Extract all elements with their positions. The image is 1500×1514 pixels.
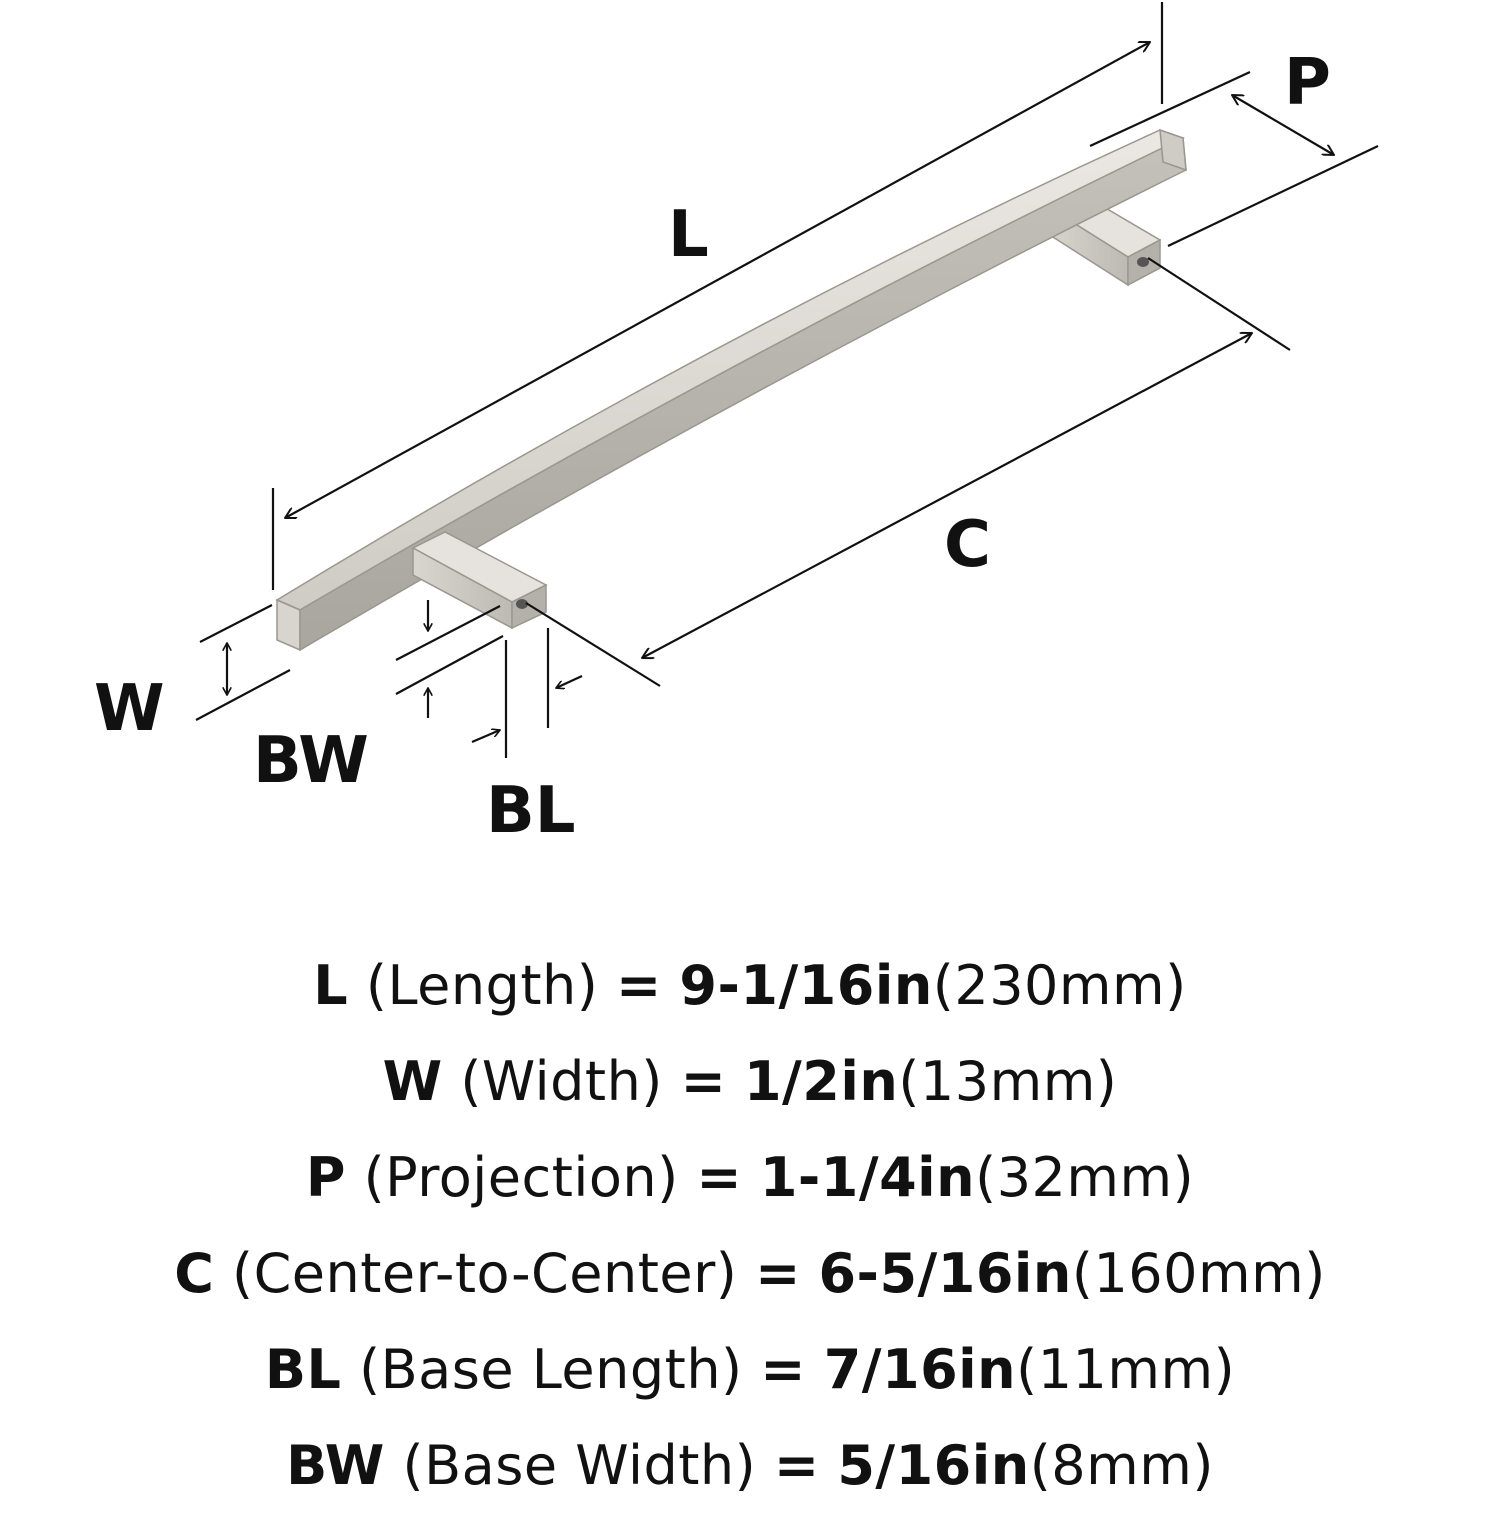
spec-row-base-width: BW (Base Width) = 5/16in(8mm) (0, 1418, 1500, 1514)
spec-desc: (Base Width) (402, 1434, 757, 1497)
spec-imperial: 1-1/4in (759, 1146, 976, 1209)
spec-eq: = (755, 1242, 801, 1305)
spec-imperial: 6-5/16in (818, 1242, 1072, 1305)
label-projection: P (1284, 46, 1331, 120)
spec-imperial: 1/2in (743, 1050, 899, 1113)
spec-metric: (8mm) (1029, 1434, 1214, 1497)
spec-eq: = (760, 1338, 807, 1401)
spec-desc: (Width) (460, 1050, 663, 1113)
spec-row-base-length: BL (Base Length) = 7/16in(11mm) (0, 1322, 1500, 1418)
spec-metric: (11mm) (1016, 1338, 1236, 1401)
spec-desc: (Center-to-Center) (232, 1242, 738, 1305)
spec-imperial: 7/16in (823, 1338, 1017, 1401)
spec-eq: = (680, 1050, 727, 1113)
left-post (411, 531, 548, 630)
label-width: W (94, 672, 165, 746)
spec-row-projection: P (Projection) = 1-1/4in(32mm) (0, 1130, 1500, 1226)
spec-key: C (174, 1242, 215, 1305)
spec-row-length: L (Length) = 9-1/16in(230mm) (0, 938, 1500, 1034)
spec-key: P (305, 1146, 346, 1209)
label-center-to-center: C (944, 508, 991, 582)
dimension-lines (195, 2, 1379, 758)
spec-eq: = (773, 1434, 820, 1497)
spec-eq: = (696, 1146, 743, 1209)
spec-row-center-to-center: C (Center-to-Center) = 6-5/16in(160mm) (0, 1226, 1500, 1322)
dimension-labels: L P C W BW BL (94, 46, 1331, 848)
spec-key: BL (264, 1338, 342, 1401)
spec-imperial: 9-1/16in (679, 954, 933, 1017)
spec-row-width: W (Width) = 1/2in(13mm) (0, 1034, 1500, 1130)
spec-key: L (313, 954, 349, 1017)
spec-desc: (Length) (365, 954, 599, 1017)
label-base-length: BL (486, 774, 576, 848)
spec-key: W (382, 1050, 443, 1113)
spec-metric: (160mm) (1071, 1242, 1326, 1305)
spec-eq: = (615, 954, 662, 1017)
spec-metric: (230mm) (932, 954, 1187, 1017)
handle-dimension-diagram: L P C W BW BL (94, 2, 1379, 848)
specifications-list: L (Length) = 9-1/16in(230mm) W (Width) =… (0, 938, 1500, 1514)
cabinet-pull-illustration (275, 128, 1187, 652)
label-base-width: BW (253, 724, 369, 798)
label-length: L (668, 198, 709, 272)
spec-imperial: 5/16in (837, 1434, 1030, 1497)
spec-desc: (Projection) (363, 1146, 679, 1209)
spec-desc: (Base Length) (359, 1338, 743, 1401)
spec-metric: (32mm) (975, 1146, 1195, 1209)
spec-metric: (13mm) (898, 1050, 1118, 1113)
spec-key: BW (286, 1434, 385, 1497)
